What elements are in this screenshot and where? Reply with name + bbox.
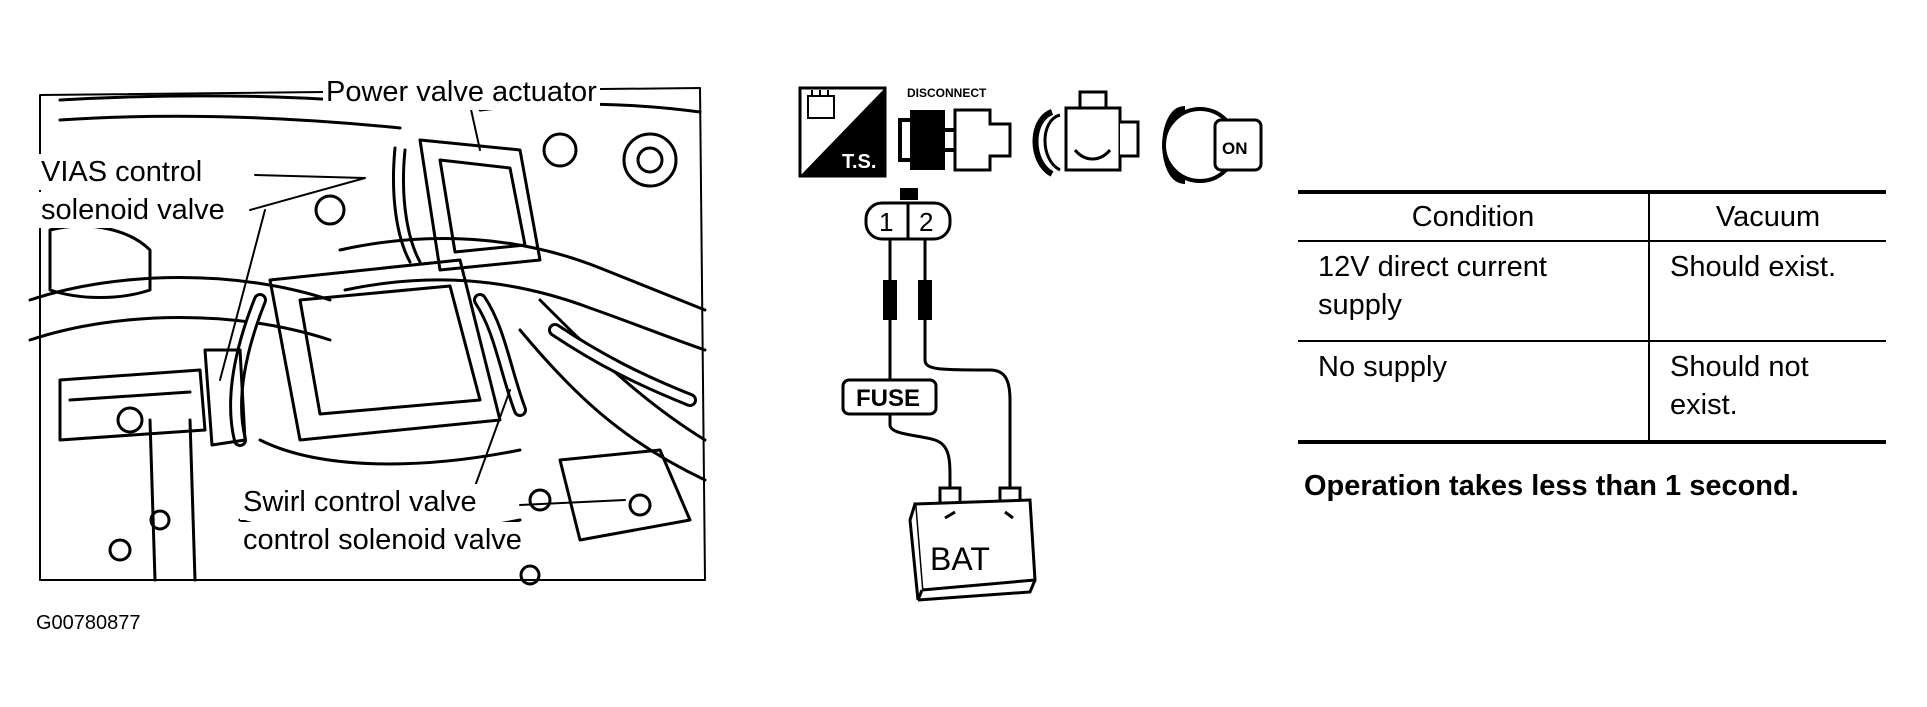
on-text: ON [1222, 139, 1248, 158]
engine-illustration [28, 87, 707, 586]
table-row: 12V direct current supply Should exist. [1298, 241, 1886, 341]
condition-vacuum-table: Condition Vacuum 12V direct current supp… [1298, 190, 1886, 444]
row-1-condition: 12V direct current supply [1298, 241, 1650, 341]
disconnect-connector-icon: DISCONNECT [898, 86, 1012, 172]
terminal-1-text: 1 [879, 207, 893, 237]
swirl-label-line2: control solenoid valve [240, 522, 525, 558]
table-row: No supply Should not exist. [1298, 340, 1886, 442]
connector-plug-icon [1032, 90, 1140, 177]
figure-id: G00780877 [36, 612, 141, 634]
test-wires [888, 239, 1012, 490]
disconnect-text: DISCONNECT [907, 86, 987, 100]
power-valve-actuator-label: Power valve actuator [323, 74, 600, 110]
fuse: FUSE [841, 378, 938, 416]
header-vacuum: Vacuum [1649, 192, 1886, 242]
solenoid-connector: 1 2 [864, 188, 952, 241]
ignition-on-icon: ON [1162, 106, 1263, 184]
table-header-row: Condition Vacuum [1298, 192, 1886, 242]
row-1-vacuum: Should exist. [1670, 251, 1837, 283]
row-2-condition: No supply [1298, 340, 1650, 442]
row-2-vacuum: Should not exist. [1649, 340, 1886, 442]
vias-label-line2: solenoid valve [38, 192, 228, 228]
header-condition: Condition [1298, 192, 1650, 242]
terminal-2-text: 2 [919, 207, 933, 237]
tester-icon: T.S. [798, 86, 887, 178]
fuse-text: FUSE [856, 385, 920, 412]
battery: BAT [908, 486, 1037, 602]
bat-text: BAT [930, 541, 990, 577]
operation-note: Operation takes less than 1 second. [1304, 470, 1799, 502]
vias-label-line1: VIAS control [38, 154, 206, 190]
swirl-label-line1: Swirl control valve [240, 484, 480, 520]
ts-text: T.S. [842, 151, 876, 173]
